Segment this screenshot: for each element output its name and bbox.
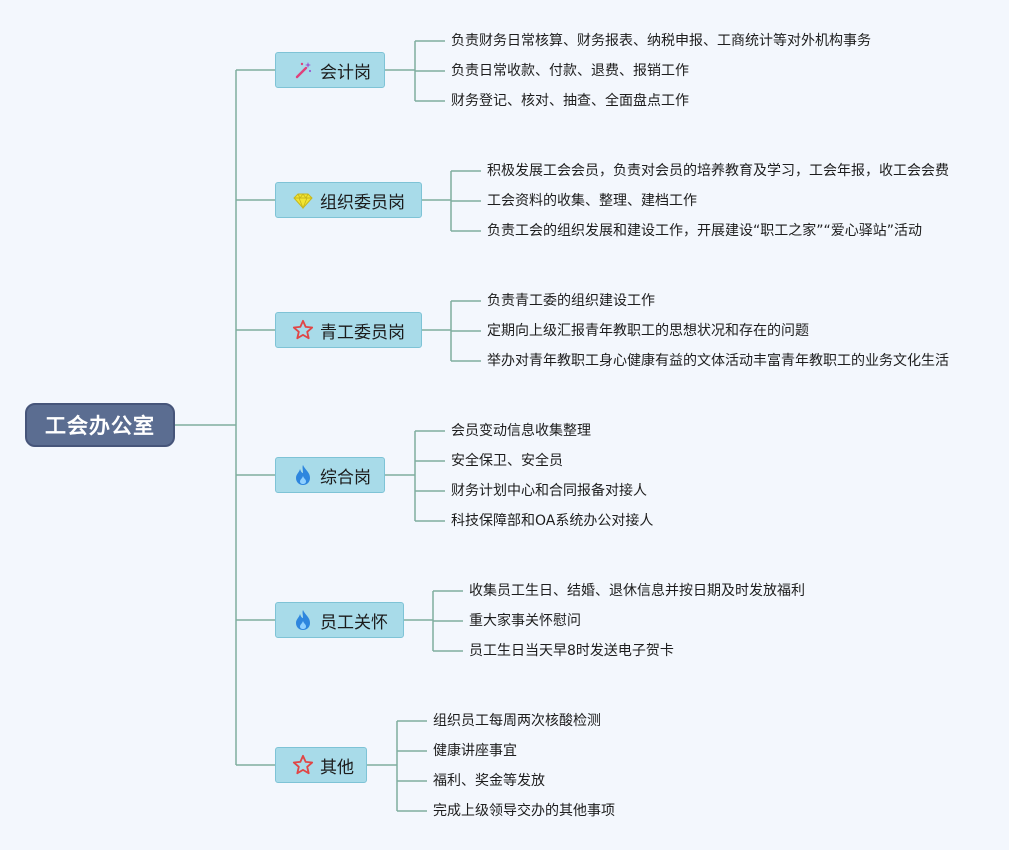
leaf-item: 科技保障部和OA系统办公对接人 (451, 513, 654, 529)
branch-youth[interactable]: 青工委员岗 (275, 312, 422, 348)
leaf-item: 福利、奖金等发放 (433, 773, 545, 789)
root-node[interactable]: 工会办公室 (25, 403, 175, 447)
magic-wand-icon (292, 59, 314, 81)
branch-label: 其他 (320, 757, 354, 778)
leaf-item: 积极发展工会会员，负责对会员的培养教育及学习，工会年报，收工会会费 (487, 163, 949, 179)
branch-label: 青工委员岗 (320, 322, 405, 343)
branch-label: 组织委员岗 (320, 192, 405, 213)
branch-label: 综合岗 (320, 467, 371, 488)
leaf-item: 收集员工生日、结婚、退休信息并按日期及时发放福利 (469, 583, 805, 599)
leaf-item: 负责日常收款、付款、退费、报销工作 (451, 63, 689, 79)
branch-general[interactable]: 综合岗 (275, 457, 385, 493)
branch-accounting[interactable]: 会计岗 (275, 52, 385, 88)
root-label: 工会办公室 (45, 414, 155, 438)
leaf-item: 安全保卫、安全员 (451, 453, 563, 469)
leaf-item: 财务计划中心和合同报备对接人 (451, 483, 647, 499)
leaf-item: 完成上级领导交办的其他事项 (433, 803, 615, 819)
leaf-item: 负责青工委的组织建设工作 (487, 293, 655, 309)
diamond-icon (292, 189, 314, 211)
leaf-item: 举办对青年教职工身心健康有益的文体活动丰富青年教职工的业务文化生活 (487, 353, 949, 369)
branch-employee-care[interactable]: 员工关怀 (275, 602, 404, 638)
leaf-item: 负责财务日常核算、财务报表、纳税申报、工商统计等对外机构事务 (451, 33, 871, 49)
leaf-item: 工会资料的收集、整理、建档工作 (487, 193, 697, 209)
branch-label: 员工关怀 (320, 612, 388, 633)
star-icon (292, 319, 314, 341)
branch-label: 会计岗 (320, 62, 371, 83)
leaf-item: 负责工会的组织发展和建设工作，开展建设“职工之家”“爱心驿站”活动 (487, 223, 923, 239)
leaf-item: 健康讲座事宜 (433, 743, 517, 759)
leaf-item: 组织员工每周两次核酸检测 (433, 713, 601, 729)
flame-icon (292, 464, 314, 486)
branch-other[interactable]: 其他 (275, 747, 367, 783)
star-icon (292, 754, 314, 776)
leaf-item: 定期向上级汇报青年教职工的思想状况和存在的问题 (487, 323, 809, 339)
leaf-item: 财务登记、核对、抽查、全面盘点工作 (451, 93, 689, 109)
leaf-item: 重大家事关怀慰问 (469, 613, 581, 629)
flame-icon (292, 609, 314, 631)
leaf-item: 会员变动信息收集整理 (451, 423, 591, 439)
branch-organization[interactable]: 组织委员岗 (275, 182, 422, 218)
leaf-item: 员工生日当天早8时发送电子贺卡 (469, 643, 674, 659)
